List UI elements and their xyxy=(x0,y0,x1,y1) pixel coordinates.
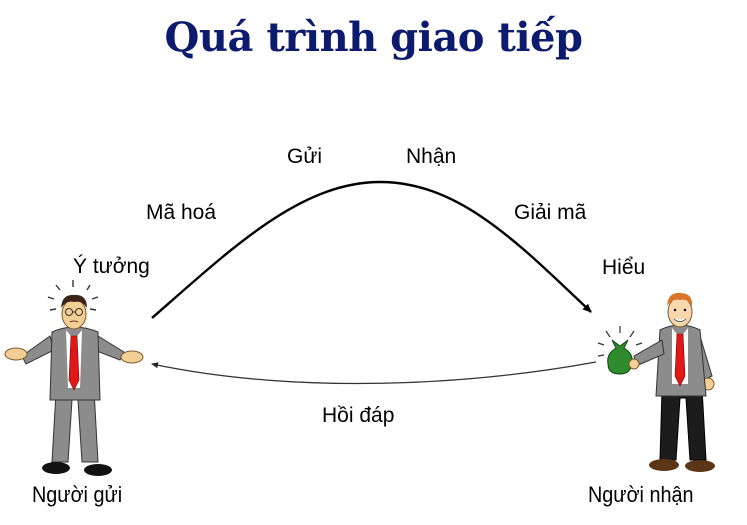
label-decode: Giải mã xyxy=(514,201,587,224)
label-sender: Người gửi xyxy=(32,482,123,507)
label-encode: Mã hoá xyxy=(146,201,217,224)
label-idea: Ý tưởng xyxy=(73,255,150,278)
money-bag-icon xyxy=(597,326,643,375)
label-receive: Nhận xyxy=(406,145,457,168)
label-receiver: Người nhận xyxy=(588,482,694,507)
receiver-figure-icon xyxy=(597,292,715,472)
feedback-arrow-icon xyxy=(151,361,597,385)
label-understand: Hiểu xyxy=(602,256,646,279)
diagram-title: Quá trình giao tiếp xyxy=(164,14,583,61)
sender-figure-icon xyxy=(4,280,144,476)
message-arrow-icon xyxy=(151,180,592,319)
label-send: Gửi xyxy=(287,145,323,168)
label-feedback: Hồi đáp xyxy=(322,404,395,427)
